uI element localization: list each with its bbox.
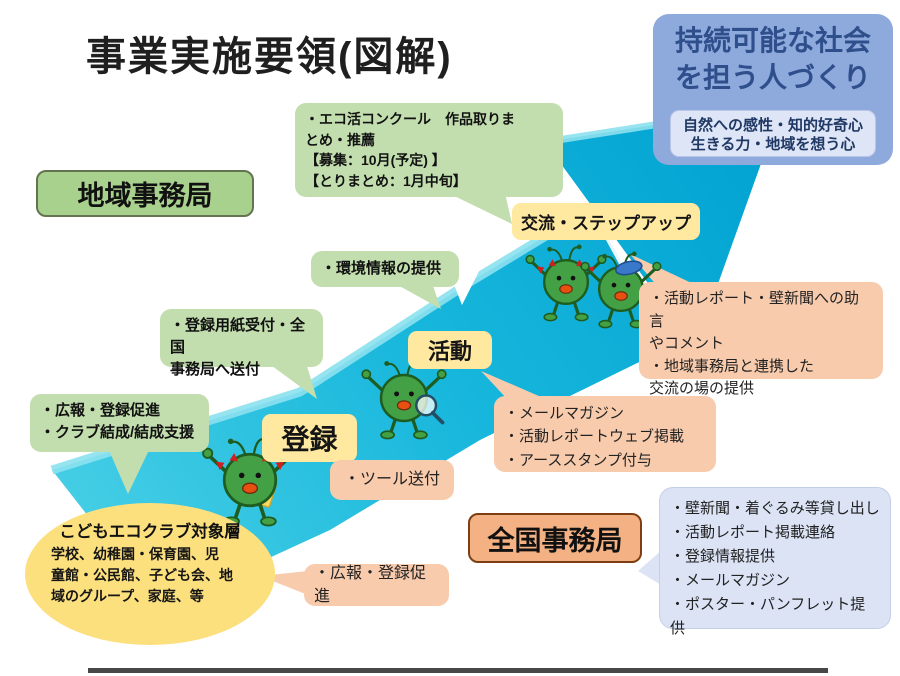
bubble-env-info: ・環境情報の提供 [311,251,459,287]
bubble-pr-promotion: ・広報・登録促進 [304,564,449,606]
bubble-report-advice: ・活動レポート・壁新聞への助言 やコメント ・地域事務局と連携した 交流の場の提… [639,282,883,397]
mascot-girl-with-form-icon [201,433,299,528]
target-ellipse: こどもエコクラブ対象層 学校、幼稚園・保育園、児 童館・公民館、子ども会、地 域… [25,503,275,645]
registration-desk-bubble-tail [268,363,317,399]
bubble-pr-support: ・広報・登録促進 ・クラブ結成/結成支援 [30,394,209,452]
bubble-registration-desk: ・登録用紙受付・全国 事務局へ送付 [160,309,323,378]
national-support-bubble-tail [638,549,663,586]
step-up-arrow [52,208,668,608]
mascot-with-magnifier-icon [360,357,448,441]
page-title: 事業実施要領(図解) [86,35,453,79]
bubble-mail-magazine: ・メールマガジン ・活動レポートウェブ掲載 ・アーススタンプ付与 [494,396,716,472]
target-body: 学校、幼稚園・保育園、児 童館・公民館、子ども会、地 域のグループ、家庭、等 [51,546,233,604]
goal-box: 持続可能な社会 を担う人づくり 自然への感性・知的好奇心 生きる力・地域を想う心 [653,14,893,165]
mascot-boy-icon [579,249,663,330]
bubble-contest: ・エコ活コンクール 作品取りま とめ・推薦 【募集：10月(予定) 】 【とりま… [295,103,563,197]
regional-office-box: 地域事務局 [36,170,254,217]
step-label-register: 登録 [262,414,357,462]
contest-bubble-tail [448,193,512,224]
national-office-box: 全国事務局 [468,513,642,563]
goal-subheading: 自然への感性・知的好奇心 生きる力・地域を想う心 [682,117,863,153]
pr-support-bubble-tail [108,448,150,494]
mail-magazine-bubble-tail [481,371,548,400]
bottom-border-line [88,668,828,673]
goal-subbox: 自然への感性・知的好奇心 生きる力・地域を想う心 [670,110,876,157]
env-info-bubble-tail [394,283,441,309]
bubble-national-support: ・壁新聞・着ぐるみ等貸し出し ・活動レポート掲載連絡 ・登録情報提供 ・メールマ… [659,487,891,637]
report-advice-bubble-tail [630,254,700,287]
bubble-tool-sending: ・ツール送付 [330,460,454,500]
goal-heading: 持続可能な社会 を担う人づくり [674,25,871,94]
step-label-activity: 活動 [408,331,492,369]
step-label-exchange: 交流・ステップアップ [512,203,700,240]
target-heading: こどもエコクラブ対象層 [59,523,241,541]
